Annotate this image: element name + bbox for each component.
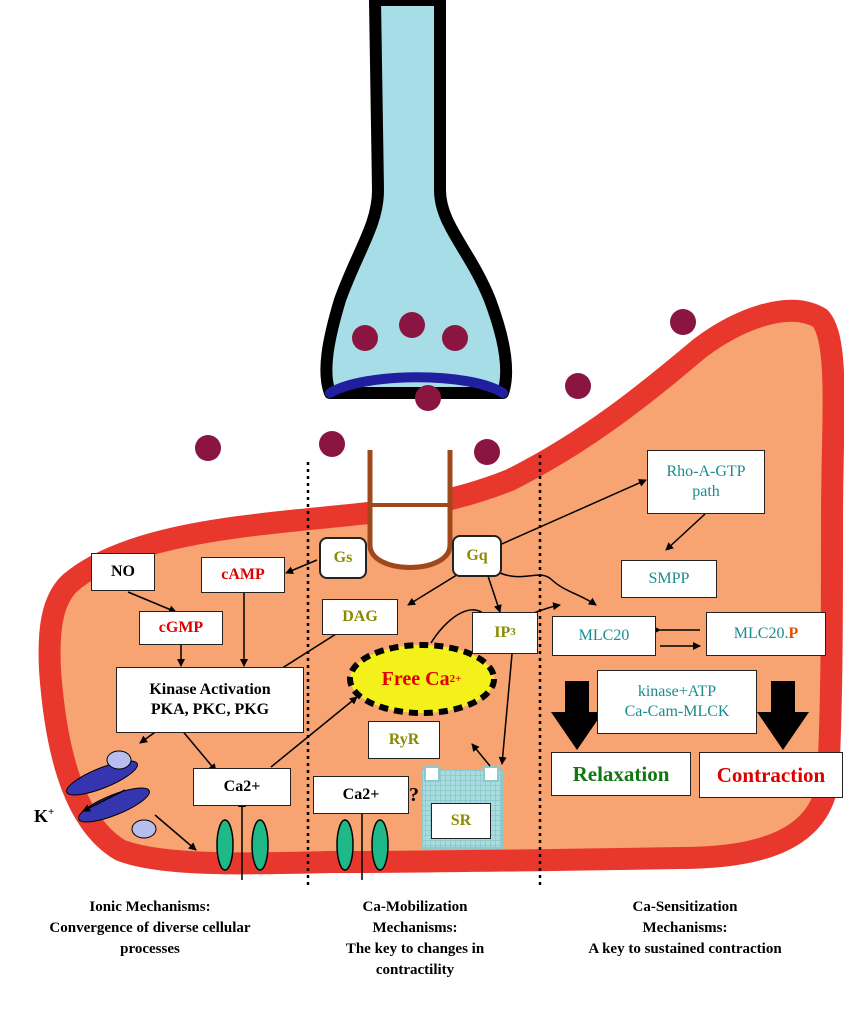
vesicle (195, 435, 221, 461)
arrow-ca2-freeca (270, 696, 358, 768)
vesicle (415, 385, 441, 411)
big-arrows (551, 681, 809, 750)
mobilization-caption-line3: The key to changes in (345, 941, 485, 957)
dag-box: DAG (322, 599, 398, 635)
free-ca-text: Free Ca (381, 667, 450, 690)
vesicle (319, 431, 345, 457)
potassium-charge: + (48, 806, 55, 818)
mlc20-box: MLC20 (552, 616, 656, 656)
contraction-big-arrow (757, 681, 809, 750)
kinase-atp-line1: kinase+ATP (637, 683, 717, 700)
vesicle (442, 325, 468, 351)
smpp-box: SMPP (621, 560, 717, 598)
no-box: NO (91, 553, 155, 591)
arrow-gq-dag (407, 572, 461, 606)
terminal-membrane (325, 372, 508, 398)
arrow-gq-rho (494, 479, 647, 548)
free-ca-ellipse (347, 642, 497, 716)
rho-line2: path (692, 483, 720, 500)
rho-a-gtp-box: Rho-A-GTP path (647, 450, 765, 514)
vesicle (670, 309, 696, 335)
mobilization-caption-line2: Mechanisms: (372, 920, 458, 936)
contraction-box: Contraction (699, 752, 843, 798)
relaxation-box: Relaxation (551, 752, 691, 796)
potassium-label: K+ (34, 806, 54, 827)
ip3-subscript: 3 (510, 626, 516, 639)
neurotransmitter-vesicles (195, 309, 696, 478)
ionic-caption-line3: processes (120, 941, 180, 957)
ip3-label: IP (494, 624, 511, 641)
receptor (367, 450, 453, 570)
question-mark: ? (409, 784, 419, 806)
arrow-rho-smpp (665, 513, 706, 551)
free-ca-charge: 2+ (449, 673, 462, 685)
ionic-caption: Ionic Mechanisms: Convergence of diverse… (0, 897, 300, 960)
relaxation-big-arrow (551, 681, 603, 750)
sensitization-caption-line3: A key to sustained contraction (588, 941, 782, 957)
rho-line1: Rho-A-GTP (666, 463, 746, 480)
sensitization-caption-line1: Ca-Sensitization (632, 899, 738, 915)
sensitization-caption: Ca-Sensitization Mechanisms: A key to su… (555, 897, 815, 960)
ionic-caption-line2: Convergence of diverse cellular (49, 920, 251, 936)
sensitization-caption-line2: Mechanisms: (642, 920, 728, 936)
kinase-activation-box: Kinase Activation PKA, PKC, PKG (116, 667, 304, 733)
ryr-box: RyR (368, 721, 440, 759)
cgmp-box: cGMP (139, 611, 223, 645)
gq-box: Gq (452, 535, 502, 577)
mlc20p-phospho: P (788, 625, 799, 642)
arrow-gs-camp (285, 559, 318, 574)
kinase-atp-box: kinase+ATP Ca-Cam-MLCK (597, 670, 757, 734)
pathway-arrows (82, 479, 706, 851)
ca2-mid-box: Ca2+ (313, 776, 409, 814)
arrow-no-cgmp (127, 591, 177, 613)
arrow-ip3-sr (498, 653, 513, 765)
arrow-gq-ip3 (487, 575, 502, 613)
gs-box: Gs (319, 537, 367, 579)
arrow-gq-mlc20 (499, 572, 597, 606)
calcium-channels-mid (336, 819, 389, 871)
vesicle (399, 312, 425, 338)
vesicle (565, 373, 591, 399)
vesicle (474, 439, 500, 465)
vesicle (352, 325, 378, 351)
mlc20p-box: MLC20.P (706, 612, 826, 656)
kinase-activation-line2: PKA, PKC, PKG (150, 701, 270, 718)
mlc20p-text: MLC20. (733, 625, 789, 642)
mobilization-caption-line1: Ca-Mobilization (362, 899, 468, 915)
potassium-channel (66, 750, 157, 839)
potassium-text: K (34, 806, 49, 826)
arrow-sr-ryr (471, 743, 491, 767)
sr-box: SR (431, 803, 491, 839)
kinase-activation-line1: Kinase Activation (149, 681, 271, 698)
calcium-channels-left (216, 819, 269, 871)
arrow-k-in (154, 814, 197, 851)
mobilization-caption-line4: contractility (375, 962, 455, 978)
kinase-atp-line2: Ca-Cam-MLCK (624, 703, 730, 720)
mobilization-caption: Ca-Mobilization Mechanisms: The key to c… (320, 897, 510, 981)
ca2-left-box: Ca2+ (193, 768, 291, 806)
arrow-k-out (82, 789, 126, 812)
ionic-caption-line1: Ionic Mechanisms: (89, 899, 211, 915)
camp-box: cAMP (201, 557, 285, 593)
